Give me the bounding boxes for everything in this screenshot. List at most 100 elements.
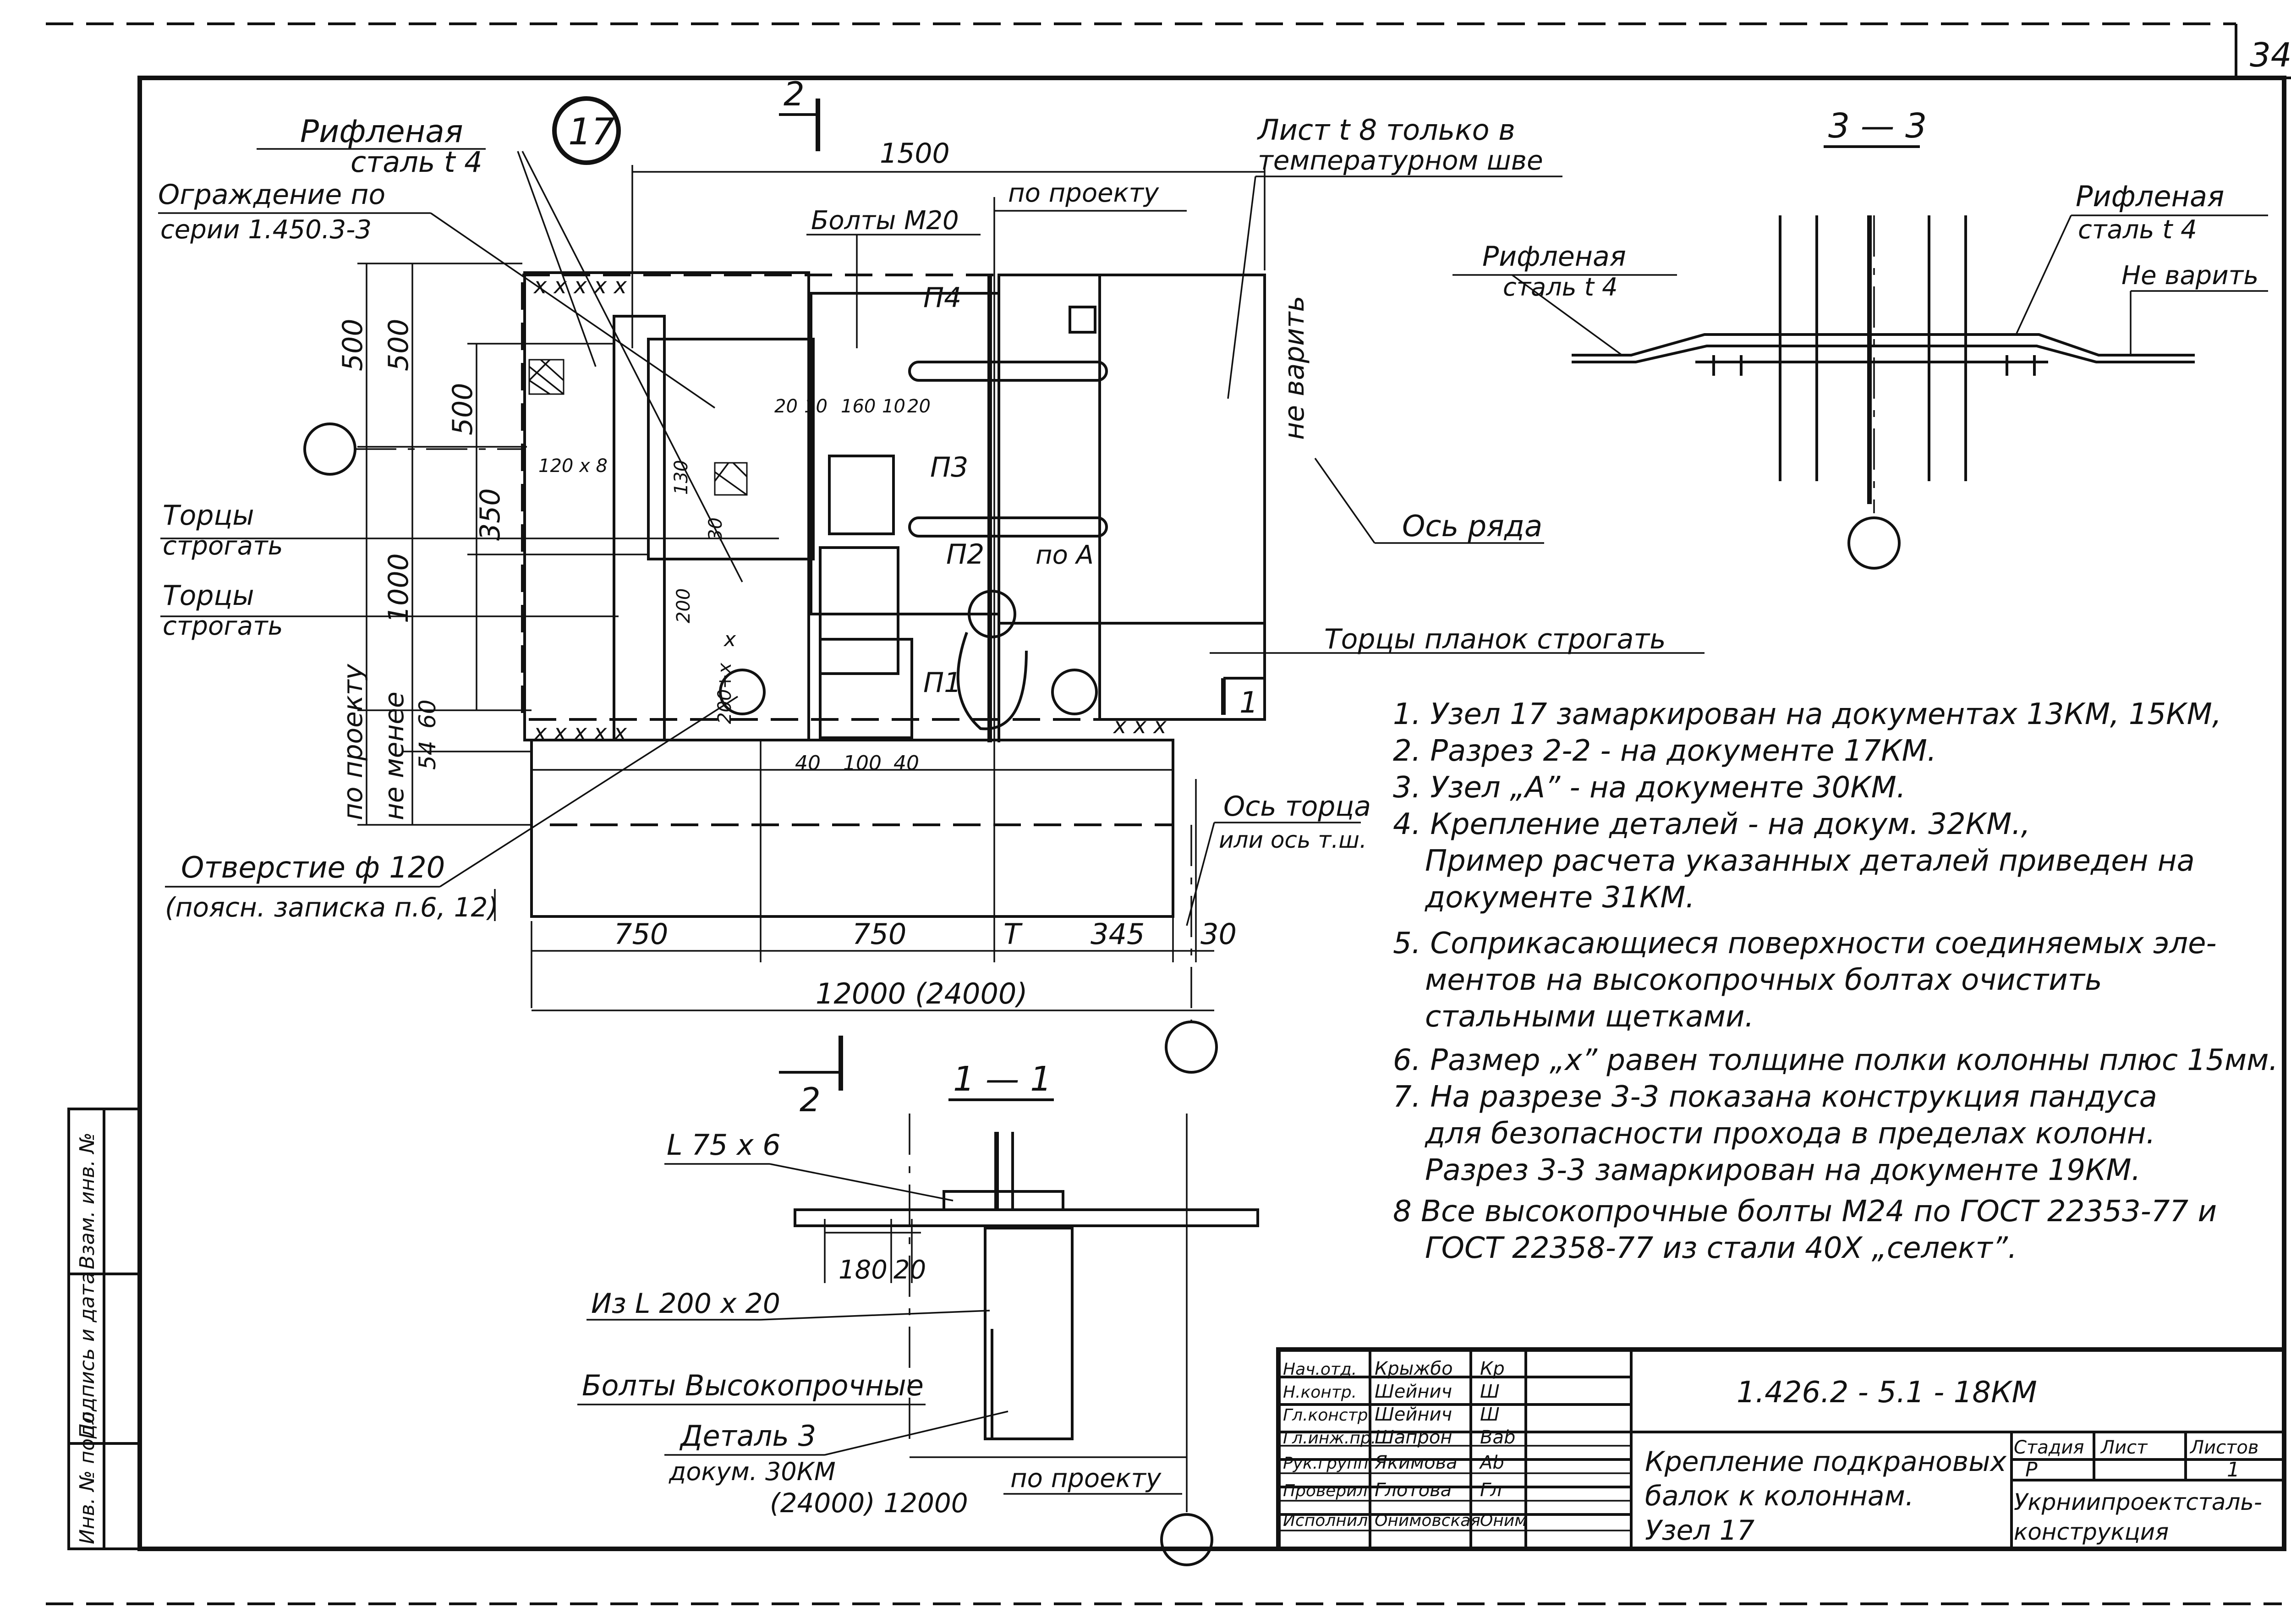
label-end-axis-2: или ось т.ш. bbox=[1219, 827, 1367, 853]
tb-sign-3: Ш bbox=[1480, 1404, 1500, 1425]
note-7b: для безопасности прохода в пределах коло… bbox=[1425, 1117, 2155, 1151]
label-hole-2: (поясн. записка п.6, 12) bbox=[165, 892, 498, 923]
label-sheet-t8-2: температурном шве bbox=[1258, 145, 1543, 176]
dim-1000: 1000 bbox=[383, 553, 415, 623]
leader-33-left-b bbox=[1511, 274, 1623, 356]
label-fence-1: Ограждение по bbox=[158, 179, 385, 211]
label-row-axis: Ось ряда bbox=[1402, 510, 1542, 543]
label-ribbed-steel-1: Рифленая bbox=[300, 114, 463, 150]
part-p1: П1 bbox=[923, 667, 961, 699]
tb-sign-7: Оним bbox=[1480, 1511, 1527, 1530]
tb-title-1: Крепление подкрановых bbox=[1645, 1446, 2006, 1478]
dim-750a: 750 bbox=[614, 917, 668, 951]
plan-view: 17 2 1500 по проекту Болты М20 Рифленая … bbox=[158, 75, 1705, 1119]
section-11-bracket bbox=[984, 1227, 1074, 1440]
leader-from-angle-b bbox=[760, 1310, 990, 1321]
tb-role-5: Рук.групп. bbox=[1283, 1454, 1374, 1473]
sheet-t8-plate bbox=[1098, 274, 1266, 721]
sheet-frame bbox=[137, 76, 2286, 1551]
part-p2-box bbox=[819, 546, 899, 675]
axis-marker-left bbox=[303, 422, 356, 476]
corner-mark: 34 bbox=[2250, 36, 2291, 74]
note-6: 6. Размер „x” равен толщине полки колонн… bbox=[1393, 1043, 2278, 1077]
plate-right bbox=[998, 274, 1266, 625]
tb-name-7: Онимовская bbox=[1375, 1511, 1480, 1530]
section-11-dim-180: 180 bbox=[839, 1255, 888, 1285]
section-2-top: 2 bbox=[784, 75, 805, 113]
title-block: Нач.отд. Н.контр. Гл.констр. Гл.инж.пр. … bbox=[1276, 1347, 2286, 1551]
dim-60: 60 bbox=[414, 699, 441, 729]
section-11-dim-20: 20 bbox=[893, 1255, 926, 1285]
section-11-angle bbox=[943, 1190, 1064, 1211]
leader-angle-b bbox=[769, 1163, 954, 1202]
leader-row-axis-b bbox=[1314, 457, 1376, 544]
dim-100: 100 bbox=[843, 752, 882, 775]
dim-500b: 500 bbox=[383, 318, 415, 371]
tb-stage: Р bbox=[2025, 1458, 2038, 1481]
section-11-title: 1 — 1 bbox=[953, 1059, 1052, 1099]
tb-sign-4: Bab bbox=[1480, 1427, 1515, 1448]
note-4b: Пример расчета указанных деталей приведе… bbox=[1425, 844, 2195, 878]
dim-30-b: 30 bbox=[1200, 917, 1237, 951]
tb-org-1: Укрниипроектсталь- bbox=[2014, 1489, 2262, 1515]
section-33-title: 3 — 3 bbox=[1828, 106, 1927, 146]
label-per-project-side: по проекту bbox=[337, 664, 368, 820]
leader-ribbed-b bbox=[521, 151, 743, 582]
dim-span: 12000 (24000) bbox=[816, 977, 1028, 1010]
section-11-span: (24000) 12000 bbox=[770, 1487, 968, 1519]
tb-sheets-header: Листов bbox=[2189, 1437, 2258, 1458]
tb-role-7: Исполнил bbox=[1283, 1511, 1368, 1530]
dim-40a: 40 bbox=[795, 752, 821, 775]
dim-20b: 20 bbox=[907, 396, 931, 417]
hatch-2 bbox=[714, 462, 748, 496]
label-per-project-top: по проекту bbox=[1008, 178, 1159, 208]
leader-33-right-b bbox=[2015, 215, 2072, 335]
tb-role-6: Проверил bbox=[1283, 1481, 1368, 1500]
weld-marks-right: x x x bbox=[1113, 713, 1167, 739]
dim-30: 30 bbox=[705, 517, 726, 541]
section-11-per-project: по проекту bbox=[1010, 1464, 1162, 1493]
dim-x: x bbox=[723, 628, 736, 651]
section-11-angle-label: L 75 x 6 bbox=[667, 1128, 781, 1162]
side-stamp: Инв. № подл. Подпись и дата Взам. инв. № bbox=[67, 1108, 141, 1550]
section-33-ribbed-right-1: Рифленая bbox=[2076, 180, 2224, 213]
leader-ribbed-a bbox=[517, 151, 597, 367]
dim-500c: 500 bbox=[447, 383, 479, 435]
label-ends-2a: Торцы bbox=[163, 580, 254, 612]
dim-10a: 10 bbox=[804, 396, 828, 417]
small-plate bbox=[1069, 306, 1096, 334]
note-4: 4. Крепление деталей - на докум. 32КМ., bbox=[1393, 807, 2030, 841]
note-7: 7. На разрезе 3-3 показана конструкция п… bbox=[1393, 1080, 2157, 1114]
leader-sheet-t8-b bbox=[1227, 176, 1256, 399]
dim-20a: 20 bbox=[774, 396, 798, 417]
dim-200: 200 bbox=[673, 588, 694, 623]
section-3-3: 3 — 3 Рифленая сталь t 4 Рифленая сталь … bbox=[1452, 106, 2268, 570]
tb-org-2: конструкция bbox=[2014, 1519, 2169, 1545]
label-end-axis-1: Ось торца bbox=[1223, 790, 1371, 823]
tb-title-2: балок к колоннам. bbox=[1645, 1480, 1914, 1512]
stamp-sign-date: Подпись и дата bbox=[76, 1272, 99, 1439]
hole-right bbox=[1051, 669, 1098, 715]
stamp-inv-no: Инв. № подл. bbox=[76, 1405, 99, 1544]
col-axis-marker bbox=[1847, 516, 1901, 570]
tb-sheet-header: Лист bbox=[2100, 1437, 2148, 1458]
node-a-outline bbox=[956, 631, 1028, 730]
note-7c: Разрез 3-3 замаркирован на документе 19К… bbox=[1425, 1153, 2141, 1187]
dim-120x8: 120 x 8 bbox=[538, 455, 608, 477]
notes: 1. Узел 17 замаркирован на документах 13… bbox=[1393, 697, 2278, 1265]
dim-500a: 500 bbox=[337, 318, 369, 371]
slot-top bbox=[908, 361, 1108, 382]
tb-sheets: 1 bbox=[2227, 1458, 2240, 1481]
tb-sign-1: Кр bbox=[1480, 1358, 1505, 1379]
tb-title-3: Узел 17 bbox=[1645, 1514, 1754, 1547]
leader-detail-b bbox=[824, 1410, 1008, 1456]
node-number: 17 bbox=[568, 110, 615, 153]
section-1-1: 1 — 1 L 75 x 6 180 20 Из L 200 x 20 Болт… bbox=[577, 1059, 1259, 1566]
part-p3: П3 bbox=[930, 451, 968, 483]
note-4c: документе 31КМ. bbox=[1425, 881, 1695, 915]
tb-role-4: Гл.инж.пр. bbox=[1283, 1429, 1376, 1448]
tb-name-5: Якимова bbox=[1374, 1452, 1458, 1473]
dim-10b: 10 bbox=[882, 396, 905, 417]
section-33-ribbed-right-2: сталь t 4 bbox=[2078, 215, 2197, 245]
